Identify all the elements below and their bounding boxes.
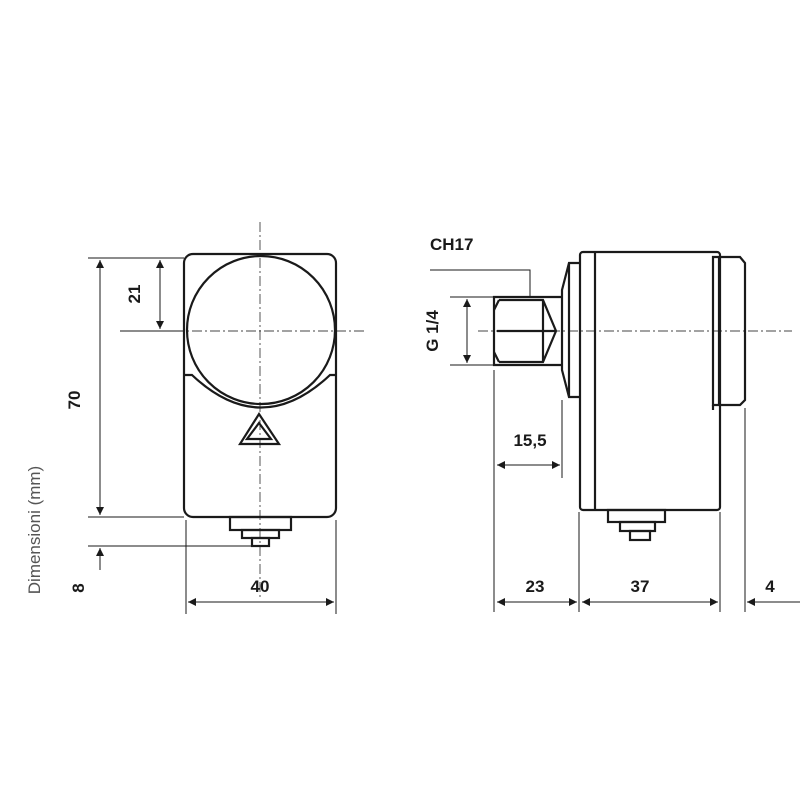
collar	[560, 261, 580, 399]
housing-side	[578, 250, 722, 512]
dim-23: 23	[526, 577, 545, 596]
dial	[185, 254, 337, 406]
dim-4: 4	[765, 577, 775, 596]
hex-faces	[493, 298, 558, 364]
side-view: CH17 G 1/4 15,5 23 37 4	[423, 235, 800, 612]
dim-21: 21	[125, 285, 144, 304]
wrench-size-label: CH17	[430, 235, 473, 254]
dim-40: 40	[251, 577, 270, 596]
hex-nut	[492, 295, 562, 367]
dimensions-caption: Dimensioni (mm)	[25, 466, 44, 594]
dim-8: 8	[69, 583, 88, 592]
front-view: 70 21 8 40	[65, 222, 365, 614]
dim-37: 37	[631, 577, 650, 596]
warning-triangle-icon	[238, 411, 282, 446]
thread-label: G 1/4	[423, 310, 442, 352]
dim-70: 70	[65, 391, 84, 410]
dim-15-5: 15,5	[513, 431, 546, 450]
crescent-line	[185, 373, 336, 409]
